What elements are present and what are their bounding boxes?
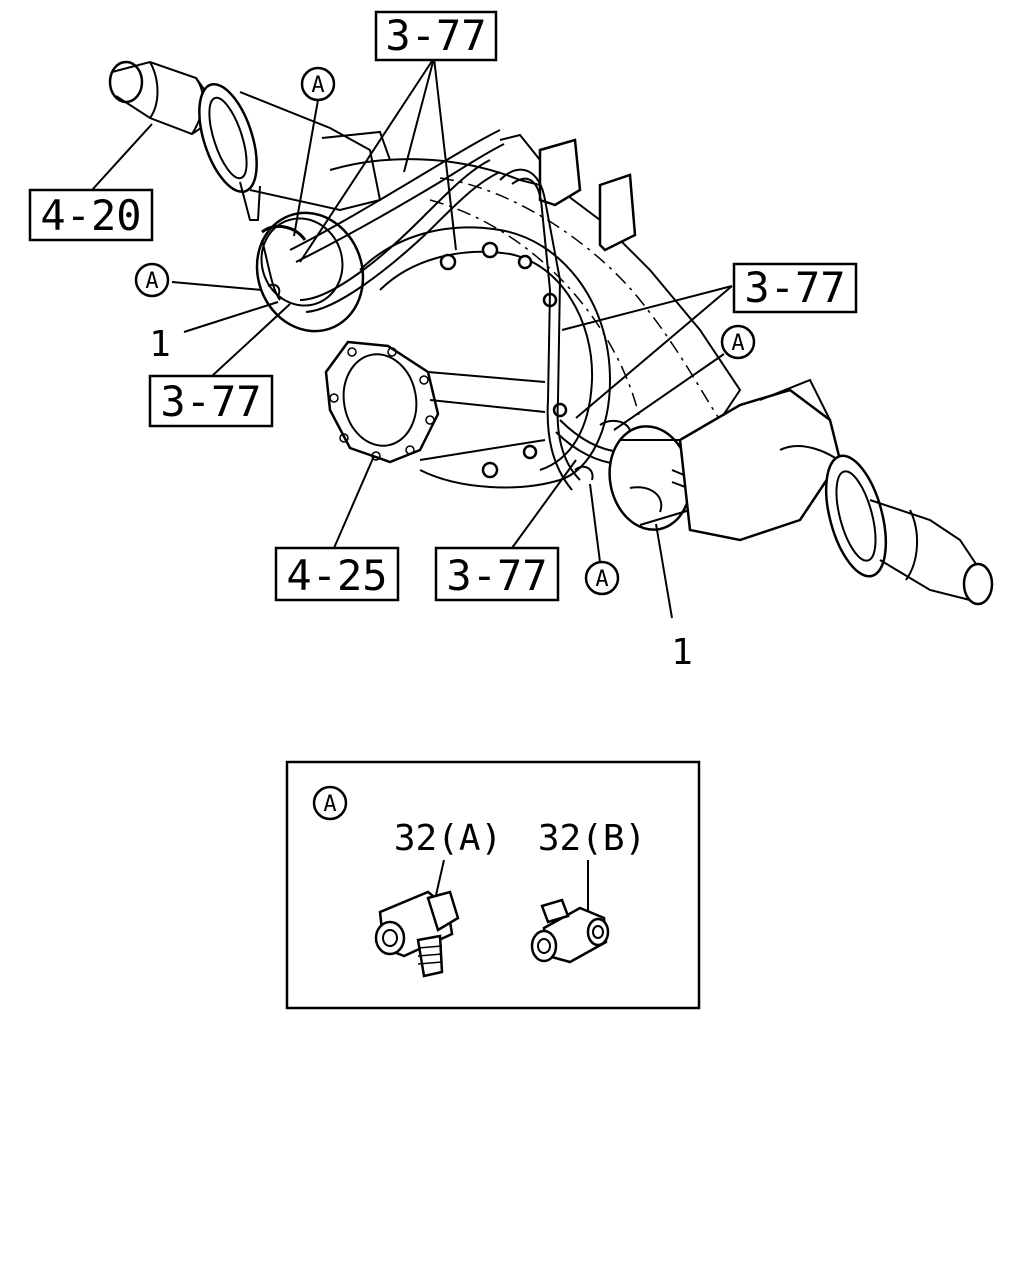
air-hoses <box>289 129 621 491</box>
svg-text:A: A <box>311 73 324 98</box>
svg-text:3-77: 3-77 <box>446 551 547 600</box>
detail-a-marker-3[interactable]: A <box>720 324 756 360</box>
part-1-label-right: 1 <box>671 632 693 673</box>
fitting-32a-icon[interactable] <box>374 859 460 978</box>
detail-a-marker-1[interactable]: A <box>300 66 336 102</box>
svg-text:4-20: 4-20 <box>40 191 141 240</box>
svg-text:4-25: 4-25 <box>286 551 387 600</box>
right-axle-shaft <box>678 378 994 606</box>
svg-text:A: A <box>731 331 744 356</box>
leader-lines <box>91 57 733 619</box>
part-1-label-left: 1 <box>149 324 171 365</box>
svg-text:A: A <box>595 567 608 592</box>
fitting-32b-icon[interactable] <box>530 860 610 964</box>
callout-3-77-right[interactable]: 3-77 <box>732 262 858 314</box>
svg-text:3-77: 3-77 <box>385 11 486 60</box>
svg-text:3-77: 3-77 <box>744 263 845 312</box>
inset-marker-a: A <box>312 785 348 821</box>
pinion-flange <box>324 340 546 464</box>
callout-3-77-bottom[interactable]: 3-77 <box>434 546 560 602</box>
left-brake-chamber <box>255 211 365 333</box>
differential-housing <box>329 133 742 489</box>
housing-bolts <box>439 241 568 479</box>
svg-text:A: A <box>323 792 336 817</box>
detail-inset-a: A 32(A) 32(B) <box>285 760 701 1010</box>
part-32b-label: 32(B) <box>538 818 646 859</box>
callout-3-77-top[interactable]: 3-77 <box>374 10 498 62</box>
svg-text:3-77: 3-77 <box>160 377 261 426</box>
part-32a-label: 32(A) <box>394 818 502 859</box>
left-axle-shaft <box>108 60 391 221</box>
detail-a-marker-2[interactable]: A <box>134 262 170 298</box>
callout-4-20[interactable]: 4-20 <box>28 188 154 242</box>
svg-text:A: A <box>145 269 158 294</box>
callout-4-25[interactable]: 4-25 <box>274 546 400 602</box>
callout-3-77-left[interactable]: 3-77 <box>148 374 274 428</box>
detail-a-marker-4[interactable]: A <box>584 560 620 596</box>
